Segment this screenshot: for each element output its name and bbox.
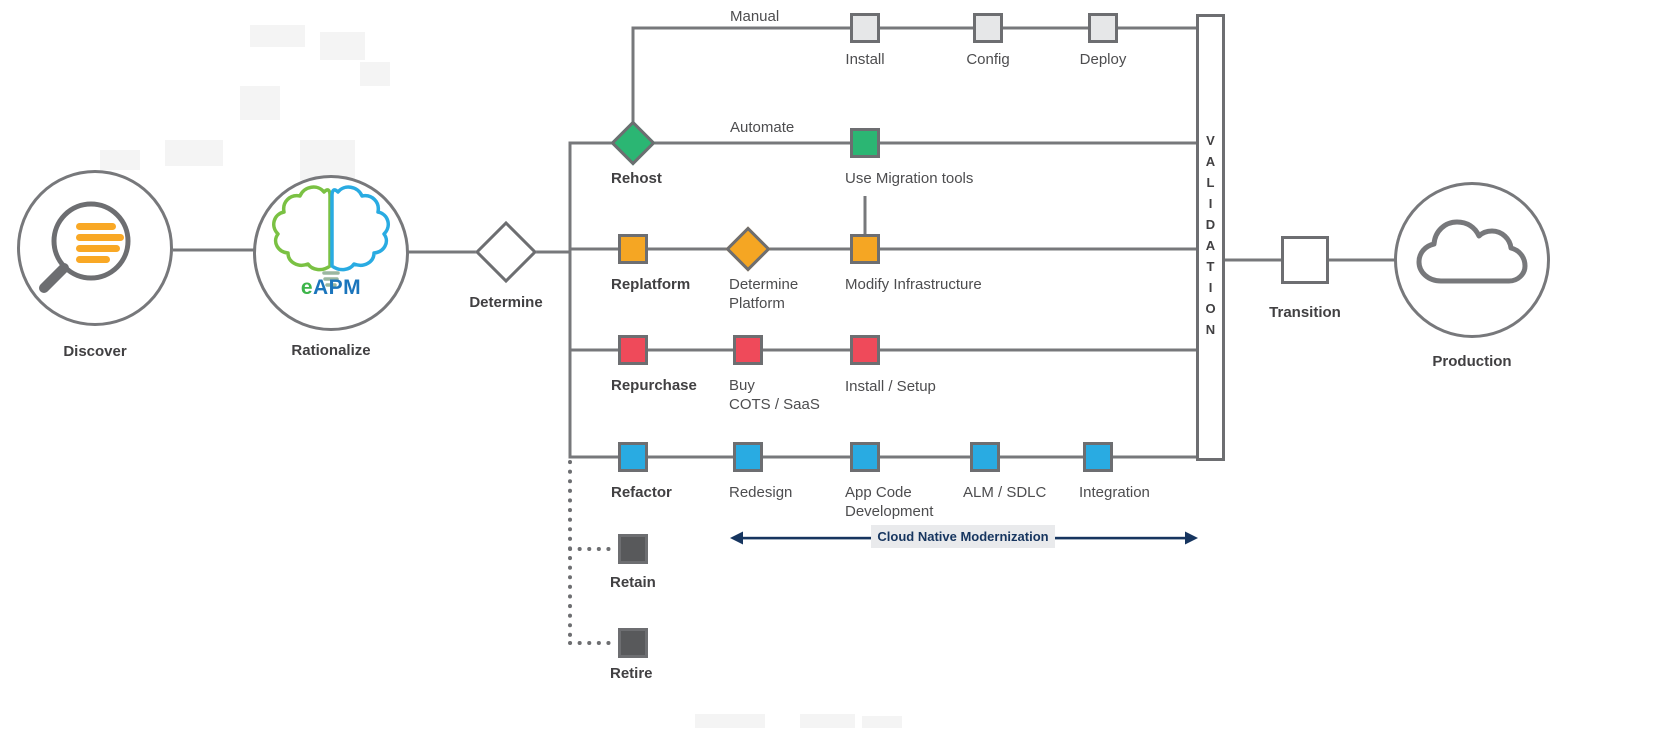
modify-infrastructure-square xyxy=(850,234,880,264)
use-migration-tools-square xyxy=(850,128,880,158)
app-code-development-square xyxy=(850,442,880,472)
validation-bar: VALIDATION xyxy=(1196,14,1225,461)
eapm-logo-e: e xyxy=(300,276,313,299)
alm-sdlc-square xyxy=(970,442,1000,472)
alm-sdlc-label: ALM / SDLC xyxy=(963,484,1047,501)
retain-square xyxy=(618,534,648,564)
cloud-icon xyxy=(1416,219,1528,284)
use-migration-tools-label: Use Migration tools xyxy=(845,170,974,187)
cloud-native-modernization-label: Cloud Native Modernization xyxy=(871,525,1055,548)
production-label: Production xyxy=(1432,353,1512,370)
app-code-development-label: App Code Development xyxy=(845,484,934,521)
determine-label: Determine xyxy=(469,294,543,311)
rationalize-label: Rationalize xyxy=(291,342,371,359)
install-label: Install xyxy=(845,51,885,68)
repurchase-label: Repurchase xyxy=(611,377,697,394)
modify-infrastructure-label: Modify Infrastructure xyxy=(845,276,982,293)
refactor-square xyxy=(618,442,648,472)
dotted-connectors xyxy=(568,460,614,645)
eapm-logo-apm: APM xyxy=(313,276,362,299)
replatform-square xyxy=(618,234,648,264)
retire-square xyxy=(618,628,648,658)
determine-platform-label: Determine Platform xyxy=(729,276,799,313)
retire-label: Retire xyxy=(610,665,653,682)
repurchase-square xyxy=(618,335,648,365)
install-setup-square xyxy=(850,335,880,365)
background-artifacts xyxy=(100,25,902,728)
transition-label: Transition xyxy=(1269,304,1341,321)
integration-label: Integration xyxy=(1079,484,1150,501)
install-step-square xyxy=(850,13,880,43)
discover-label: Discover xyxy=(63,343,127,360)
retain-label: Retain xyxy=(610,574,656,591)
production-node xyxy=(1394,182,1550,338)
discover-node xyxy=(17,170,173,326)
deploy-step-square xyxy=(1088,13,1118,43)
transition-square xyxy=(1281,236,1329,284)
config-label: Config xyxy=(966,51,1010,68)
rationalize-node: eAPM xyxy=(253,175,409,331)
refactor-label: Refactor xyxy=(611,484,672,501)
integration-square xyxy=(1083,442,1113,472)
validation-label: VALIDATION xyxy=(1203,132,1218,343)
redesign-square xyxy=(733,442,763,472)
rehost-label: Rehost xyxy=(611,170,662,187)
magnifier-icon xyxy=(39,201,131,293)
automate-label: Automate xyxy=(730,119,795,136)
buy-cots-saas-square xyxy=(733,335,763,365)
manual-label: Manual xyxy=(730,8,780,25)
buy-cots-saas-label: Buy COTS / SaaS xyxy=(729,377,820,414)
redesign-label: Redesign xyxy=(729,484,793,501)
replatform-label: Replatform xyxy=(611,276,691,293)
brain-icon xyxy=(272,185,390,287)
deploy-label: Deploy xyxy=(1079,51,1127,68)
eapm-logo: eAPM xyxy=(256,276,406,300)
config-step-square xyxy=(973,13,1003,43)
install-setup-label: Install / Setup xyxy=(845,378,936,395)
